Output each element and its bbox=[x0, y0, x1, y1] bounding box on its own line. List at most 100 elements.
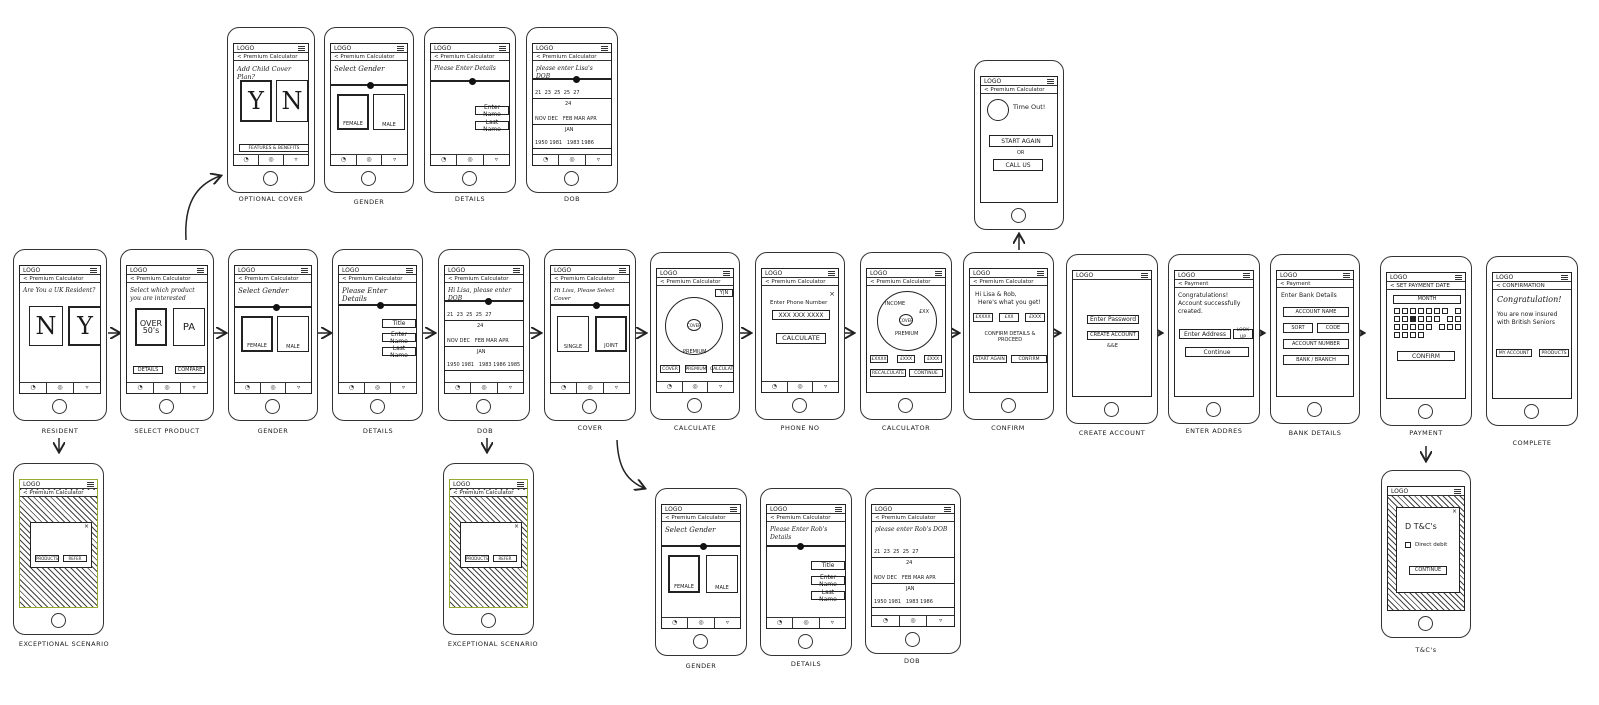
over50-button[interactable]: OVER 50's bbox=[135, 308, 167, 346]
start-again-button[interactable]: START AGAIN bbox=[989, 135, 1053, 147]
coins-icon[interactable]: ◎ bbox=[577, 383, 604, 393]
pie-chart-icon[interactable]: ◔ bbox=[533, 155, 560, 165]
chat-bubble-icon[interactable]: ▿ bbox=[192, 384, 196, 391]
create-account-button[interactable]: CREATE ACCOUNT bbox=[1087, 331, 1139, 340]
refer-button[interactable]: REFER bbox=[493, 555, 517, 562]
menu-icon[interactable] bbox=[828, 271, 835, 276]
breadcrumb[interactable]: < Premium Calculator bbox=[234, 54, 308, 61]
male-button[interactable]: MALE bbox=[373, 94, 405, 130]
menu-icon[interactable] bbox=[944, 507, 951, 512]
breadcrumb[interactable]: < Payment bbox=[1277, 281, 1353, 288]
last-name-field[interactable]: Last Name bbox=[811, 589, 845, 603]
coins-icon[interactable]: ◎ bbox=[259, 155, 284, 165]
menu-icon[interactable] bbox=[1561, 275, 1568, 280]
year-ruler[interactable] bbox=[445, 370, 523, 371]
title-field[interactable]: Title bbox=[811, 561, 845, 570]
first-name-field[interactable]: Enter Name bbox=[811, 574, 845, 588]
month-selector[interactable]: MONTH bbox=[1393, 295, 1461, 304]
close-icon[interactable]: × bbox=[513, 523, 519, 530]
progress-slider[interactable] bbox=[551, 301, 629, 309]
cover-button[interactable]: COVER bbox=[660, 365, 680, 373]
chat-bubble-icon[interactable]: ▿ bbox=[494, 156, 498, 163]
pie-chart-icon[interactable]: ◔ bbox=[20, 383, 47, 393]
pie-chart-icon[interactable]: ◔ bbox=[872, 616, 900, 626]
menu-icon[interactable] bbox=[619, 268, 626, 273]
chat-bubble-icon[interactable]: ▿ bbox=[830, 619, 834, 626]
chat-bubble-icon[interactable]: ▿ bbox=[719, 383, 723, 390]
coins-icon[interactable]: ◎ bbox=[471, 383, 498, 393]
pie-chart-icon[interactable]: ◔ bbox=[551, 383, 578, 393]
continue-button[interactable]: Continue bbox=[1185, 347, 1249, 357]
breadcrumb[interactable]: < SET PAYMENT DATE bbox=[1387, 283, 1465, 290]
breadcrumb[interactable]: < Payment bbox=[1175, 281, 1253, 288]
coins-icon[interactable]: ◎ bbox=[683, 382, 709, 392]
slider-knob[interactable] bbox=[573, 75, 580, 83]
coins-icon[interactable]: ◎ bbox=[261, 383, 287, 393]
menu-icon[interactable] bbox=[835, 507, 842, 512]
breadcrumb[interactable]: < Premium Calculator bbox=[662, 515, 740, 522]
slider-knob[interactable] bbox=[469, 77, 476, 85]
chat-bubble-icon[interactable]: ▿ bbox=[725, 619, 729, 626]
menu-icon[interactable] bbox=[1455, 275, 1462, 280]
account-number-field[interactable]: ACCOUNT NUMBER bbox=[1283, 339, 1349, 349]
coins-icon[interactable]: ◎ bbox=[793, 618, 820, 628]
coins-icon[interactable]: ◎ bbox=[788, 382, 814, 392]
progress-slider[interactable] bbox=[339, 301, 416, 309]
menu-icon[interactable] bbox=[1243, 273, 1250, 278]
menu-icon[interactable] bbox=[406, 268, 413, 273]
sort-field[interactable]: SORT bbox=[1283, 323, 1313, 333]
phone-input[interactable]: XXX XXX XXXX bbox=[772, 310, 830, 320]
menu-icon[interactable] bbox=[935, 271, 942, 276]
breadcrumb[interactable]: < Premium Calculator bbox=[445, 276, 523, 283]
chat-bubble-icon[interactable]: ▿ bbox=[614, 384, 618, 391]
breadcrumb[interactable]: < CONFIRMATION bbox=[1493, 283, 1571, 290]
menu-icon[interactable] bbox=[730, 507, 737, 512]
progress-slider[interactable] bbox=[331, 81, 407, 89]
chat-bubble-icon[interactable]: ▿ bbox=[824, 383, 828, 390]
breadcrumb[interactable]: < Premium Calculator bbox=[450, 490, 527, 497]
menu-icon[interactable] bbox=[1454, 489, 1461, 494]
slider-knob[interactable] bbox=[367, 81, 374, 89]
progress-slider[interactable] bbox=[533, 75, 611, 83]
pie-chart-icon[interactable]: ◔ bbox=[445, 383, 472, 393]
pie-chart-icon[interactable]: ◔ bbox=[234, 155, 259, 165]
lookup-button[interactable]: LOOK UP bbox=[1233, 328, 1253, 340]
pie-chart-icon[interactable]: ◔ bbox=[762, 382, 788, 392]
breadcrumb[interactable]: < Premium Calculator bbox=[657, 279, 733, 286]
progress-slider[interactable] bbox=[445, 297, 523, 305]
resident-yes-button[interactable]: Y bbox=[68, 306, 100, 346]
chat-bubble-icon[interactable]: ▿ bbox=[508, 384, 512, 391]
menu-icon[interactable] bbox=[298, 46, 305, 51]
coins-icon[interactable]: ◎ bbox=[357, 155, 383, 165]
male-button[interactable]: MALE bbox=[706, 555, 738, 593]
joint-button[interactable]: JOINT bbox=[595, 316, 627, 352]
continue-button[interactable]: CONTINUE bbox=[1409, 566, 1447, 575]
breadcrumb[interactable]: < Premium Calculator bbox=[872, 515, 954, 522]
products-button[interactable]: PRODUCTS bbox=[1539, 349, 1569, 357]
coins-icon[interactable]: ◎ bbox=[365, 383, 391, 393]
menu-icon[interactable] bbox=[301, 268, 308, 273]
close-icon[interactable]: × bbox=[1451, 508, 1457, 515]
menu-icon[interactable] bbox=[87, 482, 94, 487]
breadcrumb[interactable]: < Premium Calculator bbox=[20, 276, 100, 283]
menu-icon[interactable] bbox=[513, 268, 520, 273]
coins-icon[interactable]: ◎ bbox=[688, 618, 715, 628]
menu-icon[interactable] bbox=[517, 482, 524, 487]
menu-icon[interactable] bbox=[90, 268, 97, 273]
call-us-button[interactable]: CALL US bbox=[993, 159, 1043, 171]
chat-bubble-icon[interactable]: ▿ bbox=[85, 384, 89, 391]
coins-icon[interactable]: ◎ bbox=[154, 383, 181, 393]
products-button[interactable]: PRODUCTS bbox=[465, 555, 489, 562]
coins-icon[interactable]: ◎ bbox=[559, 155, 586, 165]
pie-chart-icon[interactable]: ◔ bbox=[657, 382, 683, 392]
slider-knob[interactable] bbox=[700, 542, 707, 550]
pie-chart-icon[interactable]: ◔ bbox=[127, 383, 154, 393]
confirm-button[interactable]: CONFIRM bbox=[1397, 351, 1455, 361]
menu-icon[interactable] bbox=[601, 46, 608, 51]
female-button[interactable]: FEMALE bbox=[668, 555, 700, 593]
first-name-field[interactable]: Enter Name bbox=[475, 104, 509, 118]
breadcrumb[interactable]: < Premium Calculator bbox=[235, 276, 311, 283]
details-button[interactable]: DETAILS bbox=[133, 366, 163, 374]
title-field[interactable]: Title bbox=[382, 319, 416, 328]
features-benefits-button[interactable]: FEATURES & BENEFITS bbox=[239, 144, 308, 152]
